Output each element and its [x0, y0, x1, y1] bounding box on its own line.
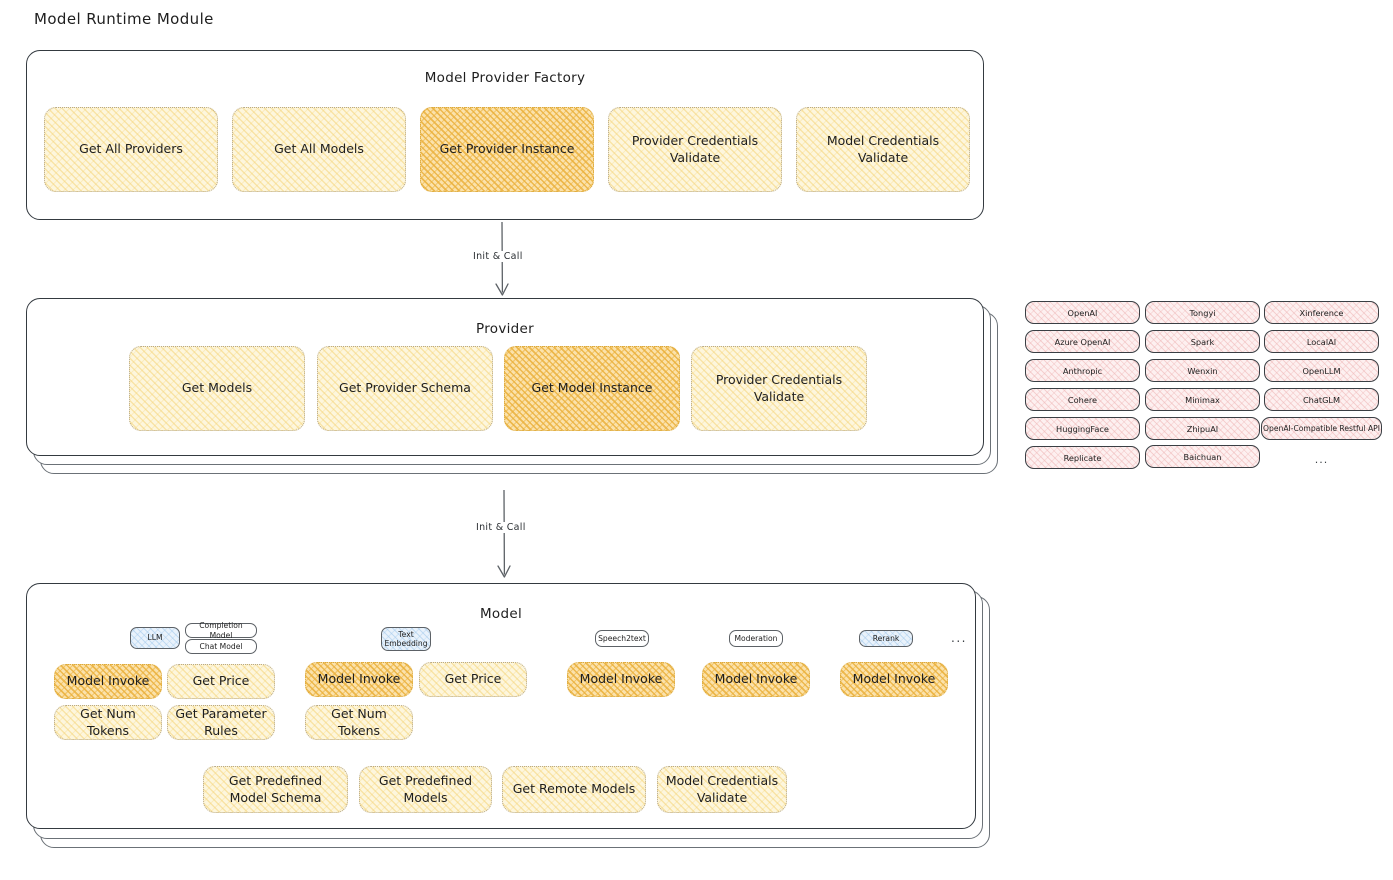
model-container: Model — [26, 583, 976, 829]
provider-chip-tongyi[interactable]: Tongyi — [1145, 301, 1260, 324]
card-model-credentials-validate[interactable]: Model Credentials Validate — [796, 107, 970, 192]
card-get-predefined-model-schema[interactable]: Get Predefined Model Schema — [203, 766, 348, 813]
card-get-model-instance[interactable]: Get Model Instance — [504, 346, 680, 431]
provider-chip-minimax[interactable]: Minimax — [1145, 388, 1260, 411]
card-llm-get-price[interactable]: Get Price — [167, 664, 275, 699]
arrow-provider-to-model — [497, 490, 511, 578]
card-get-all-models[interactable]: Get All Models — [232, 107, 406, 192]
card-get-all-providers[interactable]: Get All Providers — [44, 107, 218, 192]
card-llm-get-parameter-rules[interactable]: Get Parameter Rules — [167, 705, 275, 740]
model-types-more: ... — [951, 631, 967, 645]
provider-label: Provider — [476, 321, 534, 337]
card-get-predefined-models[interactable]: Get Predefined Models — [359, 766, 492, 813]
provider-chip-azure-openai[interactable]: Azure OpenAI — [1025, 330, 1140, 353]
provider-chip-huggingface[interactable]: HuggingFace — [1025, 417, 1140, 440]
provider-chip-zhipuai[interactable]: ZhipuAI — [1145, 417, 1260, 440]
card-llm-get-num-tokens[interactable]: Get Num Tokens — [54, 705, 162, 740]
card-llm-model-invoke[interactable]: Model Invoke — [54, 664, 162, 699]
provider-chip-openai[interactable]: OpenAI — [1025, 301, 1140, 324]
card-moderation-model-invoke[interactable]: Model Invoke — [702, 662, 810, 697]
arrow-factory-to-provider-label: Init & Call — [470, 251, 526, 262]
badge-llm[interactable]: LLM — [130, 627, 180, 649]
provider-chip-replicate[interactable]: Replicate — [1025, 446, 1140, 469]
card-rerank-model-invoke[interactable]: Model Invoke — [840, 662, 948, 697]
page-title: Model Runtime Module — [34, 10, 214, 28]
card-text-embedding-get-price[interactable]: Get Price — [419, 662, 527, 697]
provider-chip-openai-compatible-restful-api[interactable]: OpenAI-Compatible Restful API — [1261, 417, 1382, 440]
provider-chip-cohere[interactable]: Cohere — [1025, 388, 1140, 411]
card-provider-credentials-validate-2[interactable]: Provider Credentials Validate — [691, 346, 867, 431]
card-provider-credentials-validate[interactable]: Provider Credentials Validate — [608, 107, 782, 192]
badge-chat-model[interactable]: Chat Model — [185, 639, 257, 654]
provider-chip-openllm[interactable]: OpenLLM — [1264, 359, 1379, 382]
card-text-embedding-model-invoke[interactable]: Model Invoke — [305, 662, 413, 697]
provider-chip-localai[interactable]: LocalAI — [1264, 330, 1379, 353]
card-speech2text-model-invoke[interactable]: Model Invoke — [567, 662, 675, 697]
arrow-provider-to-model-label: Init & Call — [473, 522, 529, 533]
card-get-provider-schema[interactable]: Get Provider Schema — [317, 346, 493, 431]
badge-rerank[interactable]: Rerank — [859, 630, 913, 647]
card-model-credentials-validate-2[interactable]: Model Credentials Validate — [657, 766, 787, 813]
card-get-provider-instance[interactable]: Get Provider Instance — [420, 107, 594, 192]
card-get-remote-models[interactable]: Get Remote Models — [502, 766, 646, 813]
provider-chip-wenxin[interactable]: Wenxin — [1145, 359, 1260, 382]
badge-text-embedding[interactable]: Text Embedding — [381, 627, 431, 651]
provider-chip-baichuan[interactable]: Baichuan — [1145, 445, 1260, 468]
provider-chip-spark[interactable]: Spark — [1145, 330, 1260, 353]
badge-moderation[interactable]: Moderation — [729, 630, 783, 647]
card-text-embedding-get-num-tokens[interactable]: Get Num Tokens — [305, 705, 413, 740]
provider-chip-chatglm[interactable]: ChatGLM — [1264, 388, 1379, 411]
provider-chip-xinference[interactable]: Xinference — [1264, 301, 1379, 324]
model-label: Model — [479, 606, 523, 622]
provider-list-more: ... — [1314, 452, 1329, 466]
badge-completion-model[interactable]: Completion Model — [185, 621, 257, 640]
model-provider-factory-label: Model Provider Factory — [424, 70, 586, 86]
card-get-models[interactable]: Get Models — [129, 346, 305, 431]
provider-chip-anthropic[interactable]: Anthropic — [1025, 359, 1140, 382]
badge-speech2text[interactable]: Speech2text — [595, 630, 649, 647]
